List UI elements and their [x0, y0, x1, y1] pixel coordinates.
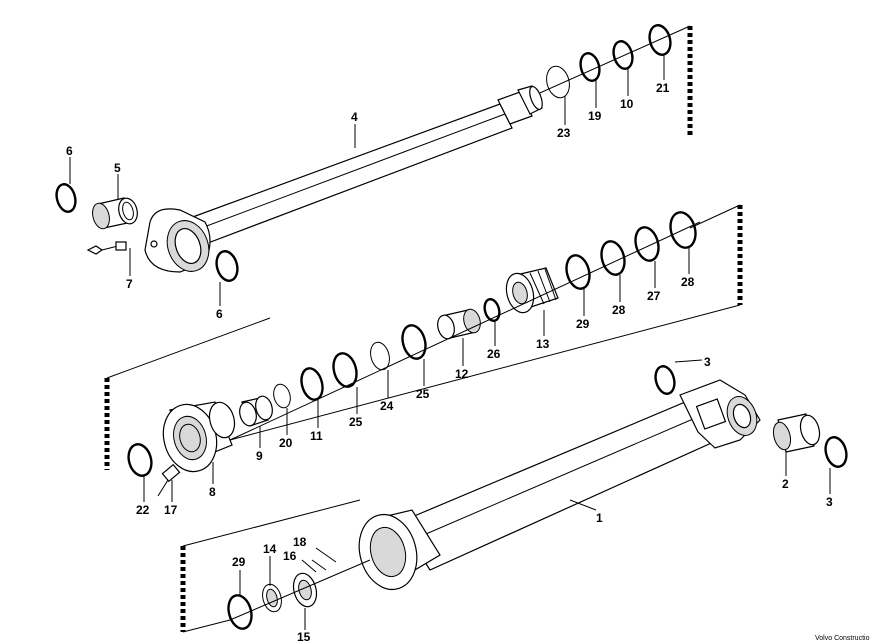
- assembly-bracket-bottom: [180, 499, 361, 633]
- spacer: [437, 308, 481, 340]
- label-part-25-left: 25: [349, 415, 363, 429]
- seal-ring-21: [648, 24, 672, 56]
- label-part-1: 1: [596, 511, 603, 525]
- seal-ring-27: [634, 226, 660, 262]
- label-part-28-left: 28: [612, 303, 626, 317]
- label-part-26: 26: [487, 347, 501, 361]
- label-part-3-bottom: 3: [826, 495, 833, 509]
- label-part-19: 19: [588, 109, 602, 123]
- label-part-25-right: 25: [416, 387, 430, 401]
- seal-ring-28-left: [600, 240, 626, 276]
- label-part-22: 22: [136, 503, 150, 517]
- cylinder-tube: [399, 379, 761, 571]
- seal-ring-22: [127, 443, 153, 477]
- label-part-6-bottom: 6: [216, 307, 223, 321]
- seal-ring-25-left: [332, 352, 358, 388]
- seal-ring-25-right: [401, 324, 427, 360]
- label-part-20: 20: [279, 436, 293, 450]
- backup-ring-24: [370, 341, 390, 371]
- label-part-14: 14: [263, 542, 277, 556]
- grease-nipple: [86, 241, 127, 255]
- seal-ring-28-right: [669, 211, 697, 249]
- label-part-28-right: 28: [681, 275, 695, 289]
- label-part-29-bottom: 29: [232, 555, 246, 569]
- tube-flange: [358, 509, 441, 591]
- seal-ring-29-middle: [565, 254, 591, 290]
- seal-ring-26: [483, 298, 501, 322]
- label-part-8: 8: [209, 485, 216, 499]
- assembly-bracket-middle: [104, 204, 743, 470]
- cylinder-head: [162, 401, 236, 473]
- seal-ring-left-top: [55, 183, 77, 213]
- label-part-17: 17: [164, 503, 178, 517]
- set-screw-16: [311, 559, 327, 571]
- seal-ring-rod-eye: [215, 250, 239, 282]
- bushing-tube-eye: [772, 413, 821, 453]
- pin-18: [315, 547, 337, 563]
- label-part-5: 5: [114, 161, 121, 175]
- label-part-2: 2: [782, 477, 789, 491]
- rod-bushing: [239, 395, 273, 427]
- label-part-12: 12: [455, 367, 469, 381]
- label-part-15: 15: [297, 630, 311, 642]
- wiper-ring-20: [273, 383, 291, 409]
- label-part-11: 11: [310, 429, 323, 443]
- seal-ring-19: [579, 52, 601, 82]
- seal-ring-10: [612, 40, 634, 70]
- seal-ring-3-bottom: [824, 436, 848, 468]
- backup-ring-23: [546, 65, 570, 99]
- label-part-21: 21: [656, 81, 670, 95]
- piston-rod: [189, 85, 543, 247]
- leader-lines: [69, 54, 831, 630]
- bushing-rod-eye: [92, 197, 138, 230]
- label-part-16: 16: [283, 549, 297, 563]
- label-part-6-top: 6: [66, 144, 73, 158]
- source-credit: Volvo Constructio: [815, 635, 870, 642]
- label-part-23: 23: [557, 126, 571, 140]
- callout-labels: 4 5 6 7 6 23 19 10 21 8 9 20 11 25 24 25…: [66, 81, 833, 642]
- seal-ring-11: [300, 367, 324, 401]
- backup-ring-14-inner: [266, 588, 278, 608]
- label-part-24: 24: [380, 399, 394, 413]
- seal-ring-3-top: [654, 365, 676, 395]
- label-part-4: 4: [351, 110, 358, 124]
- label-part-18: 18: [293, 535, 307, 549]
- rod-eye: [144, 208, 211, 273]
- lock-nut: [292, 572, 318, 608]
- label-part-10: 10: [620, 97, 634, 111]
- label-part-13: 13: [536, 337, 550, 351]
- label-part-29-middle: 29: [576, 317, 590, 331]
- backup-ring-14: [262, 583, 282, 613]
- seal-ring-29-bottom: [227, 594, 253, 630]
- label-part-7: 7: [126, 277, 133, 291]
- label-part-9: 9: [256, 449, 263, 463]
- label-part-27: 27: [647, 289, 661, 303]
- head-bolt: [157, 463, 181, 497]
- label-part-3-top: 3: [704, 355, 711, 369]
